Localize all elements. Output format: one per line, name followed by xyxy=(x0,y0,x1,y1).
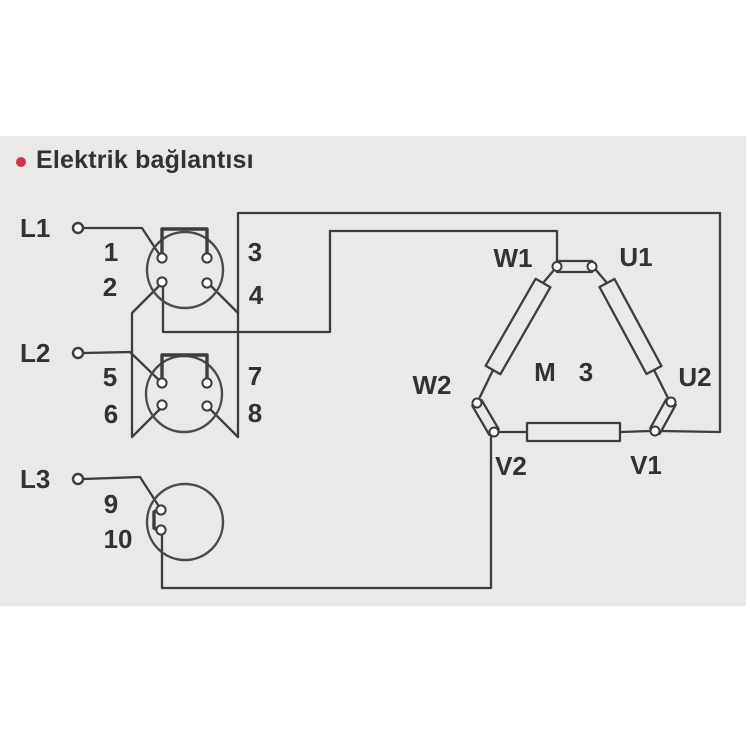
motor-terminal-node-u2 xyxy=(665,396,677,408)
panel-background xyxy=(0,136,746,606)
switch-1-ring xyxy=(145,230,225,310)
terminal-label-1: 1 xyxy=(104,237,118,267)
terminal-label-4: 4 xyxy=(249,280,264,310)
wire-bottom-winding-to-v1 xyxy=(618,429,653,434)
terminal-node-2 xyxy=(156,276,168,288)
terminal-label-10: 10 xyxy=(104,524,133,554)
terminal-node-6 xyxy=(156,399,168,411)
winding-w1-w2 xyxy=(484,277,552,376)
section-title-text: Elektrik bağlantısı xyxy=(36,146,254,174)
wire-apex-to-w1-winding xyxy=(541,268,556,285)
wire-l3-to-terminal-9 xyxy=(81,475,162,510)
terminal-nodes xyxy=(71,221,677,536)
terminal-node-4 xyxy=(201,277,213,289)
wire-terminal-8-diagonal xyxy=(205,404,240,439)
wires xyxy=(81,211,722,590)
phase-terminal-l2 xyxy=(71,346,85,360)
terminal-label-6: 6 xyxy=(104,399,118,429)
motor-terminal-label-v1: V1 xyxy=(630,450,662,480)
phase-label-l3: L3 xyxy=(20,464,50,494)
wire-terminal-2-to-6 xyxy=(130,280,165,439)
motor-terminal-node-v2 xyxy=(488,426,500,438)
terminal-label-2: 2 xyxy=(103,272,117,302)
wire-l2-to-terminal-5 xyxy=(81,350,163,384)
motor-designation-label: M xyxy=(534,357,556,387)
motor-terminal-label-w2: W2 xyxy=(413,370,452,400)
phase-terminal-l3 xyxy=(71,472,85,486)
terminal-node-5 xyxy=(156,377,168,389)
motor-phase-count-label: 3 xyxy=(579,357,593,387)
phase-terminal-l1 xyxy=(71,221,85,235)
terminal-node-7 xyxy=(201,377,213,389)
wire-apex-to-u1-winding xyxy=(594,268,609,285)
switch-2-bridge xyxy=(160,353,209,386)
motor-terminal-label-u1: U1 xyxy=(619,242,652,272)
wire-winding-to-u2-link xyxy=(652,368,671,402)
phase-label-l2: L2 xyxy=(20,338,50,368)
wire-terminal-10-to-v2 xyxy=(160,434,493,590)
terminal-label-7: 7 xyxy=(248,361,262,391)
terminal-label-3: 3 xyxy=(248,237,262,267)
wire-terminal-2-to-delta-apex xyxy=(161,229,559,334)
motor-delta-windings xyxy=(471,259,677,443)
terminal-label-8: 8 xyxy=(248,398,262,428)
wire-terminal-4-diagonal xyxy=(206,281,240,315)
switch-3-ring xyxy=(145,482,225,562)
terminal-label-9: 9 xyxy=(104,489,118,519)
motor-terminal-label-u2: U2 xyxy=(678,362,711,392)
switch-1-bridge xyxy=(160,227,209,261)
motor-terminal-node-v1 xyxy=(649,425,661,437)
motor-terminal-node-w1 xyxy=(551,261,563,272)
terminal-node-9 xyxy=(155,504,167,516)
terminal-node-8 xyxy=(201,400,213,412)
terminal-label-5: 5 xyxy=(103,362,117,392)
winding-v2-v1 xyxy=(525,421,622,443)
labels: L1 L2 L3 1 2 3 4 5 6 7 8 9 10 W1 U1 W2 U… xyxy=(20,213,712,554)
section-bullet-icon xyxy=(16,157,26,167)
motor-terminal-node-w2 xyxy=(471,397,483,409)
wire-winding-to-w2-link xyxy=(476,368,495,403)
terminal-node-10 xyxy=(155,524,167,536)
motor-terminal-node-u1 xyxy=(586,261,598,272)
phase-label-l1: L1 xyxy=(20,213,50,243)
terminal-node-1 xyxy=(156,252,168,264)
motor-terminal-label-w1: W1 xyxy=(494,243,533,273)
motor-terminal-label-v2: V2 xyxy=(495,451,527,481)
winding-u1-u2 xyxy=(598,277,663,376)
wire-top-loop-to-v1 xyxy=(236,211,722,439)
section-title: Elektrik bağlantısı xyxy=(16,146,254,175)
terminal-node-3 xyxy=(201,252,213,264)
